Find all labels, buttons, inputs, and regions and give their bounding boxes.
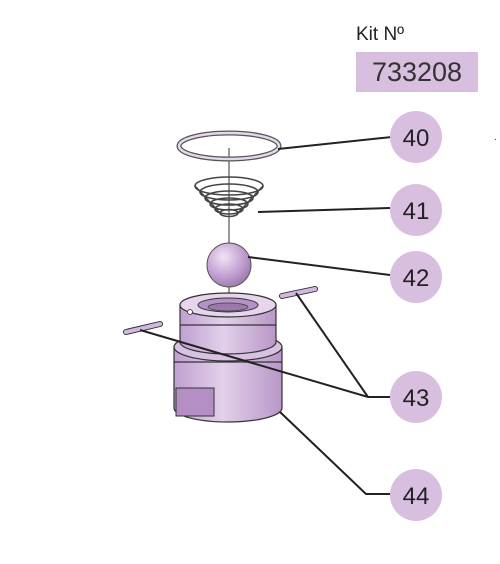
part-pin-right [279,286,318,299]
callout-label-40: 40 [403,125,430,152]
callout-43: 43 [390,371,442,423]
part-pin-left [123,321,163,335]
callout-label-43: 43 [403,385,430,412]
part-ball [206,242,252,288]
part-snap-ring [176,130,282,162]
leader-line-44 [279,411,390,495]
callout-label-41: 41 [403,198,430,225]
callout-40: 40 [390,111,442,163]
part-valve-seat [179,292,277,355]
part-conical-spring [194,176,264,218]
kit-number-box: 733208 [356,52,478,92]
leader-line-40 [277,136,393,150]
kit-number: 733208 [371,56,463,87]
leader-line-41 [257,207,391,213]
callout-44: 44 [390,469,442,521]
callout-label-44: 44 [403,483,430,510]
leader-line-42 [247,256,391,276]
leader-line-43-b [295,292,369,398]
callout-42: 42 [390,251,442,303]
kit-label: Kit Nº [356,24,405,45]
callout-label-42: 42 [403,265,430,292]
callout-41: 41 [390,184,442,236]
edge-mark: . [494,132,497,143]
